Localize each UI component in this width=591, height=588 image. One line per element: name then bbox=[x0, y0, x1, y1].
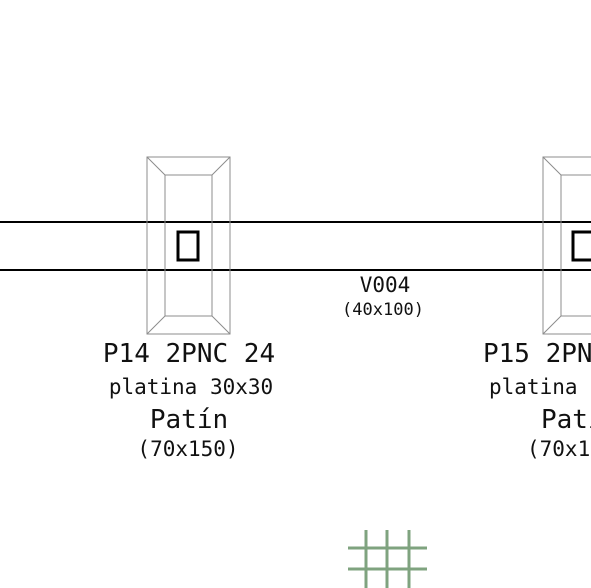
column-p14-title: P14 2PNC 24 bbox=[103, 339, 275, 369]
footing-p14-inner bbox=[164, 174, 213, 317]
footing-p15-bevel bbox=[542, 156, 562, 176]
footing-p15-bevel bbox=[542, 315, 562, 335]
footing-p14-bevel bbox=[211, 315, 231, 335]
footing-p14-bevel bbox=[146, 315, 166, 335]
footing-p14-outer bbox=[146, 156, 231, 335]
beam-v004 bbox=[0, 221, 591, 271]
beam-section: (40x100) bbox=[342, 300, 424, 320]
column-p15-footing-type: Patín bbox=[541, 405, 591, 435]
footing-p14 bbox=[146, 156, 231, 335]
column-p15-plate: platina 30x30 bbox=[489, 375, 591, 399]
footing-p15-outer bbox=[542, 156, 591, 335]
column-p15-title: P15 2PNC 24 bbox=[483, 339, 591, 369]
footing-p14-bevel bbox=[211, 156, 231, 176]
footing-p15-inner bbox=[560, 174, 591, 317]
column-p14-plate: platina 30x30 bbox=[109, 375, 273, 399]
beam-label: V004 bbox=[360, 273, 411, 297]
column-p14-footing-size: (70x150) bbox=[137, 437, 238, 461]
column-p14-footing-type: Patín bbox=[150, 405, 228, 435]
column-p15 bbox=[571, 230, 591, 262]
column-p15-footing-size: (70x150) bbox=[527, 437, 591, 461]
footing-p15 bbox=[542, 156, 591, 335]
grid-hatch bbox=[348, 530, 427, 588]
footing-p14-bevel bbox=[146, 156, 166, 176]
column-p14 bbox=[176, 230, 200, 262]
